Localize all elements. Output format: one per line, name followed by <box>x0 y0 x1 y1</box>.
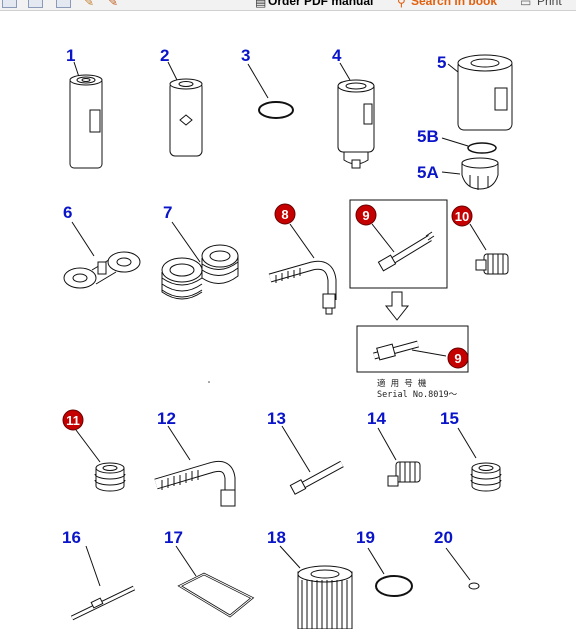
callout-9b-badge: 9 <box>447 347 469 369</box>
callout-8-badge: 8 <box>274 203 296 225</box>
part-7-filter-wrench <box>161 221 239 300</box>
arrow-down <box>384 291 410 321</box>
callout-6: 6 <box>63 203 72 222</box>
callout-10: 10 <box>455 209 469 224</box>
callout-18: 18 <box>267 528 286 547</box>
pdf-icon: ▤ <box>255 0 267 9</box>
serial-label: 適 用 号 機 <box>377 378 427 389</box>
part-2-filter-element <box>167 61 203 157</box>
grid-icon[interactable] <box>2 0 17 8</box>
part-4-fuel-filter <box>337 62 375 169</box>
part-1-fuel-filter <box>69 61 103 169</box>
search-in-book-link[interactable]: Search in book <box>411 0 498 8</box>
callout-9a-badge: 9 <box>355 204 377 226</box>
callout-7: 7 <box>163 203 172 222</box>
callout-17: 17 <box>164 528 183 547</box>
callout-15: 15 <box>440 409 459 428</box>
print-link[interactable]: Print <box>537 0 562 8</box>
part-5-water-separator <box>441 54 513 190</box>
part-14-sensor <box>377 427 421 487</box>
save-icon[interactable] <box>28 0 43 8</box>
part-16-rod <box>70 545 136 621</box>
callout-12: 12 <box>157 409 176 428</box>
wrench-icon[interactable]: ✎ <box>84 0 95 9</box>
callout-19: 19 <box>356 528 375 547</box>
part-6-filter-wrench <box>63 221 141 289</box>
callout-10-badge: 10 <box>451 205 473 227</box>
callout-4: 4 <box>332 46 342 65</box>
callout-14: 14 <box>367 409 386 428</box>
part-3-o-ring <box>247 63 294 119</box>
part-19-o-ring <box>367 547 413 597</box>
part-13-sensor <box>281 425 344 495</box>
callout-9a: 9 <box>362 208 369 223</box>
callout-1: 1 <box>66 46 75 65</box>
part-15-grommet <box>457 427 502 492</box>
order-pdf-link[interactable]: Order PDF manual <box>268 0 374 8</box>
callout-9b: 9 <box>454 351 461 366</box>
part-12-fuel-hose <box>154 425 236 507</box>
part-18-filter-element <box>279 545 353 629</box>
callout-13: 13 <box>267 409 286 428</box>
parts-diagram: 1 2 3 4 5 5B 5A <box>62 46 513 629</box>
part-8-fuel-hose <box>268 223 337 315</box>
stray-dot <box>208 381 210 383</box>
wrench-icon-2[interactable]: ✎ <box>108 0 119 9</box>
search-icon: ⚲ <box>397 0 406 9</box>
serial-number: Serial No.8019～ <box>377 390 458 400</box>
callout-16: 16 <box>62 528 81 547</box>
part-9-sensor-new-box <box>356 325 469 373</box>
part-20-o-ring <box>445 547 480 590</box>
toolbar: ✎ ✎ ▤ Order PDF manual ⚲ Search in book … <box>0 0 576 11</box>
callout-20: 20 <box>434 528 453 547</box>
callout-11: 11 <box>66 413 80 428</box>
part-11-grommet <box>75 429 126 492</box>
save-icon-2[interactable] <box>56 0 71 8</box>
callout-5: 5 <box>437 53 446 72</box>
callout-3: 3 <box>241 46 250 65</box>
printer-icon: ▭ <box>520 0 532 9</box>
callout-8: 8 <box>281 207 288 222</box>
callout-5b: 5B <box>417 127 439 146</box>
callout-5a: 5A <box>417 163 439 182</box>
part-17-gasket <box>175 545 255 618</box>
callout-11-badge: 11 <box>62 409 84 431</box>
callout-2: 2 <box>160 46 169 65</box>
part-10-sensor <box>469 223 509 275</box>
